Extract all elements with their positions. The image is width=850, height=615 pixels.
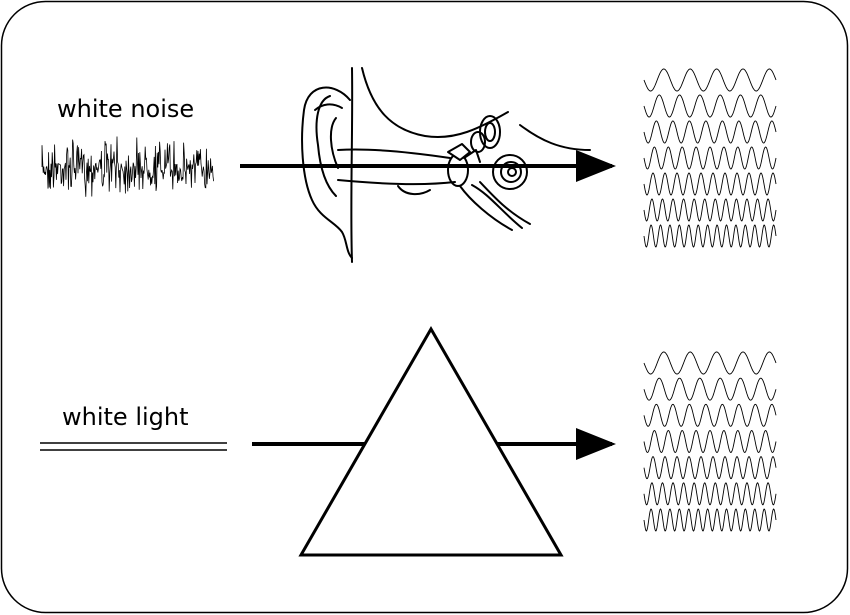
light-beam-lines	[40, 442, 227, 451]
light-output-sine-stack	[643, 351, 777, 532]
white-light-label: white light	[62, 403, 189, 431]
noise-waveform	[41, 136, 214, 197]
noise-output-sine-stack	[643, 68, 777, 248]
white-noise-label: white noise	[57, 95, 195, 123]
prism-icon	[298, 325, 564, 557]
